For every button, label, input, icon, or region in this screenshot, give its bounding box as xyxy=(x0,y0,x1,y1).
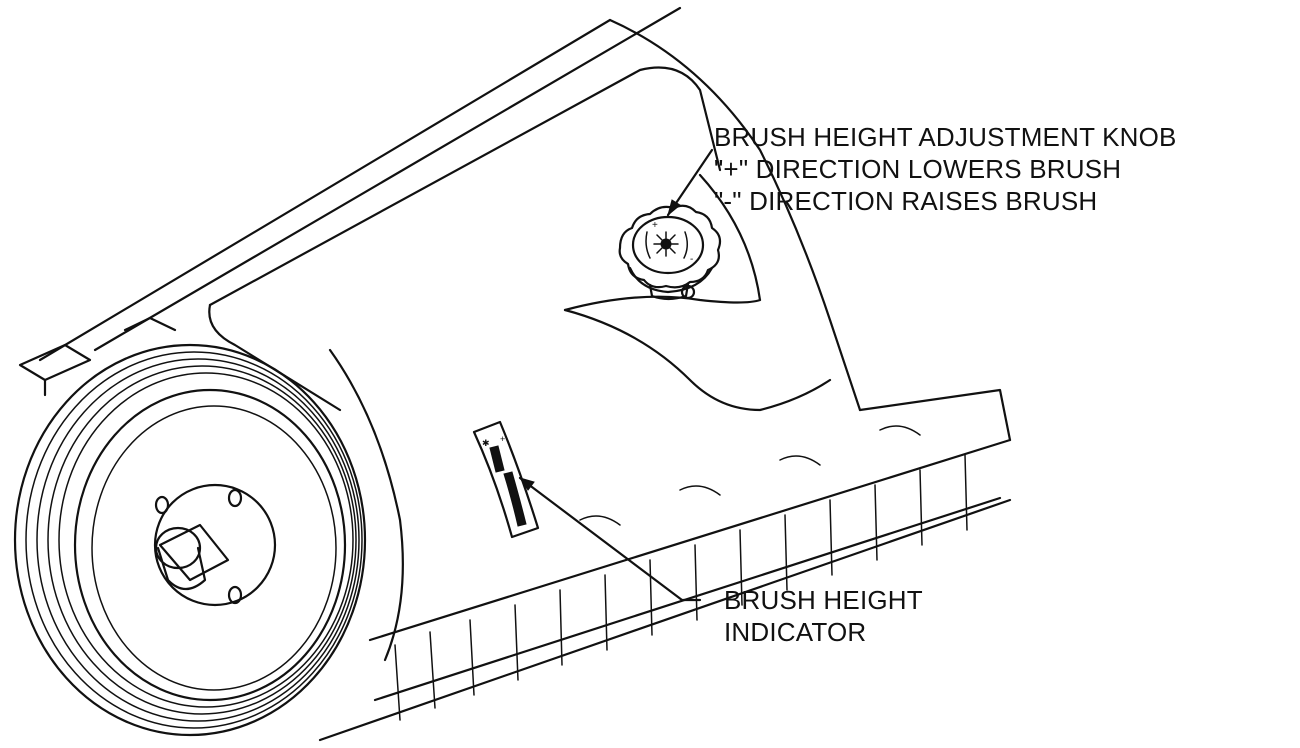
indicator-callout-line1: BRUSH HEIGHT xyxy=(724,585,923,615)
svg-text:-: - xyxy=(690,254,693,265)
knob-callout-line2: "+" DIRECTION LOWERS BRUSH xyxy=(714,154,1122,184)
svg-text:+: + xyxy=(652,220,658,231)
knob-callout-line3: "-" DIRECTION RAISES BRUSH xyxy=(714,186,1098,216)
leader-lines xyxy=(518,148,714,602)
knob-callout-line1: BRUSH HEIGHT ADJUSTMENT KNOB xyxy=(714,122,1177,152)
svg-text:+: + xyxy=(500,434,505,444)
svg-text:✱: ✱ xyxy=(482,438,490,448)
ribbed-skirt xyxy=(394,425,968,721)
indicator-callout-line2: INDICATOR xyxy=(724,617,867,647)
starburst-icon xyxy=(653,231,679,257)
adjustment-knob: - + xyxy=(618,204,722,301)
end-cap xyxy=(13,343,367,737)
height-indicator-window: ✱ + xyxy=(472,420,540,539)
